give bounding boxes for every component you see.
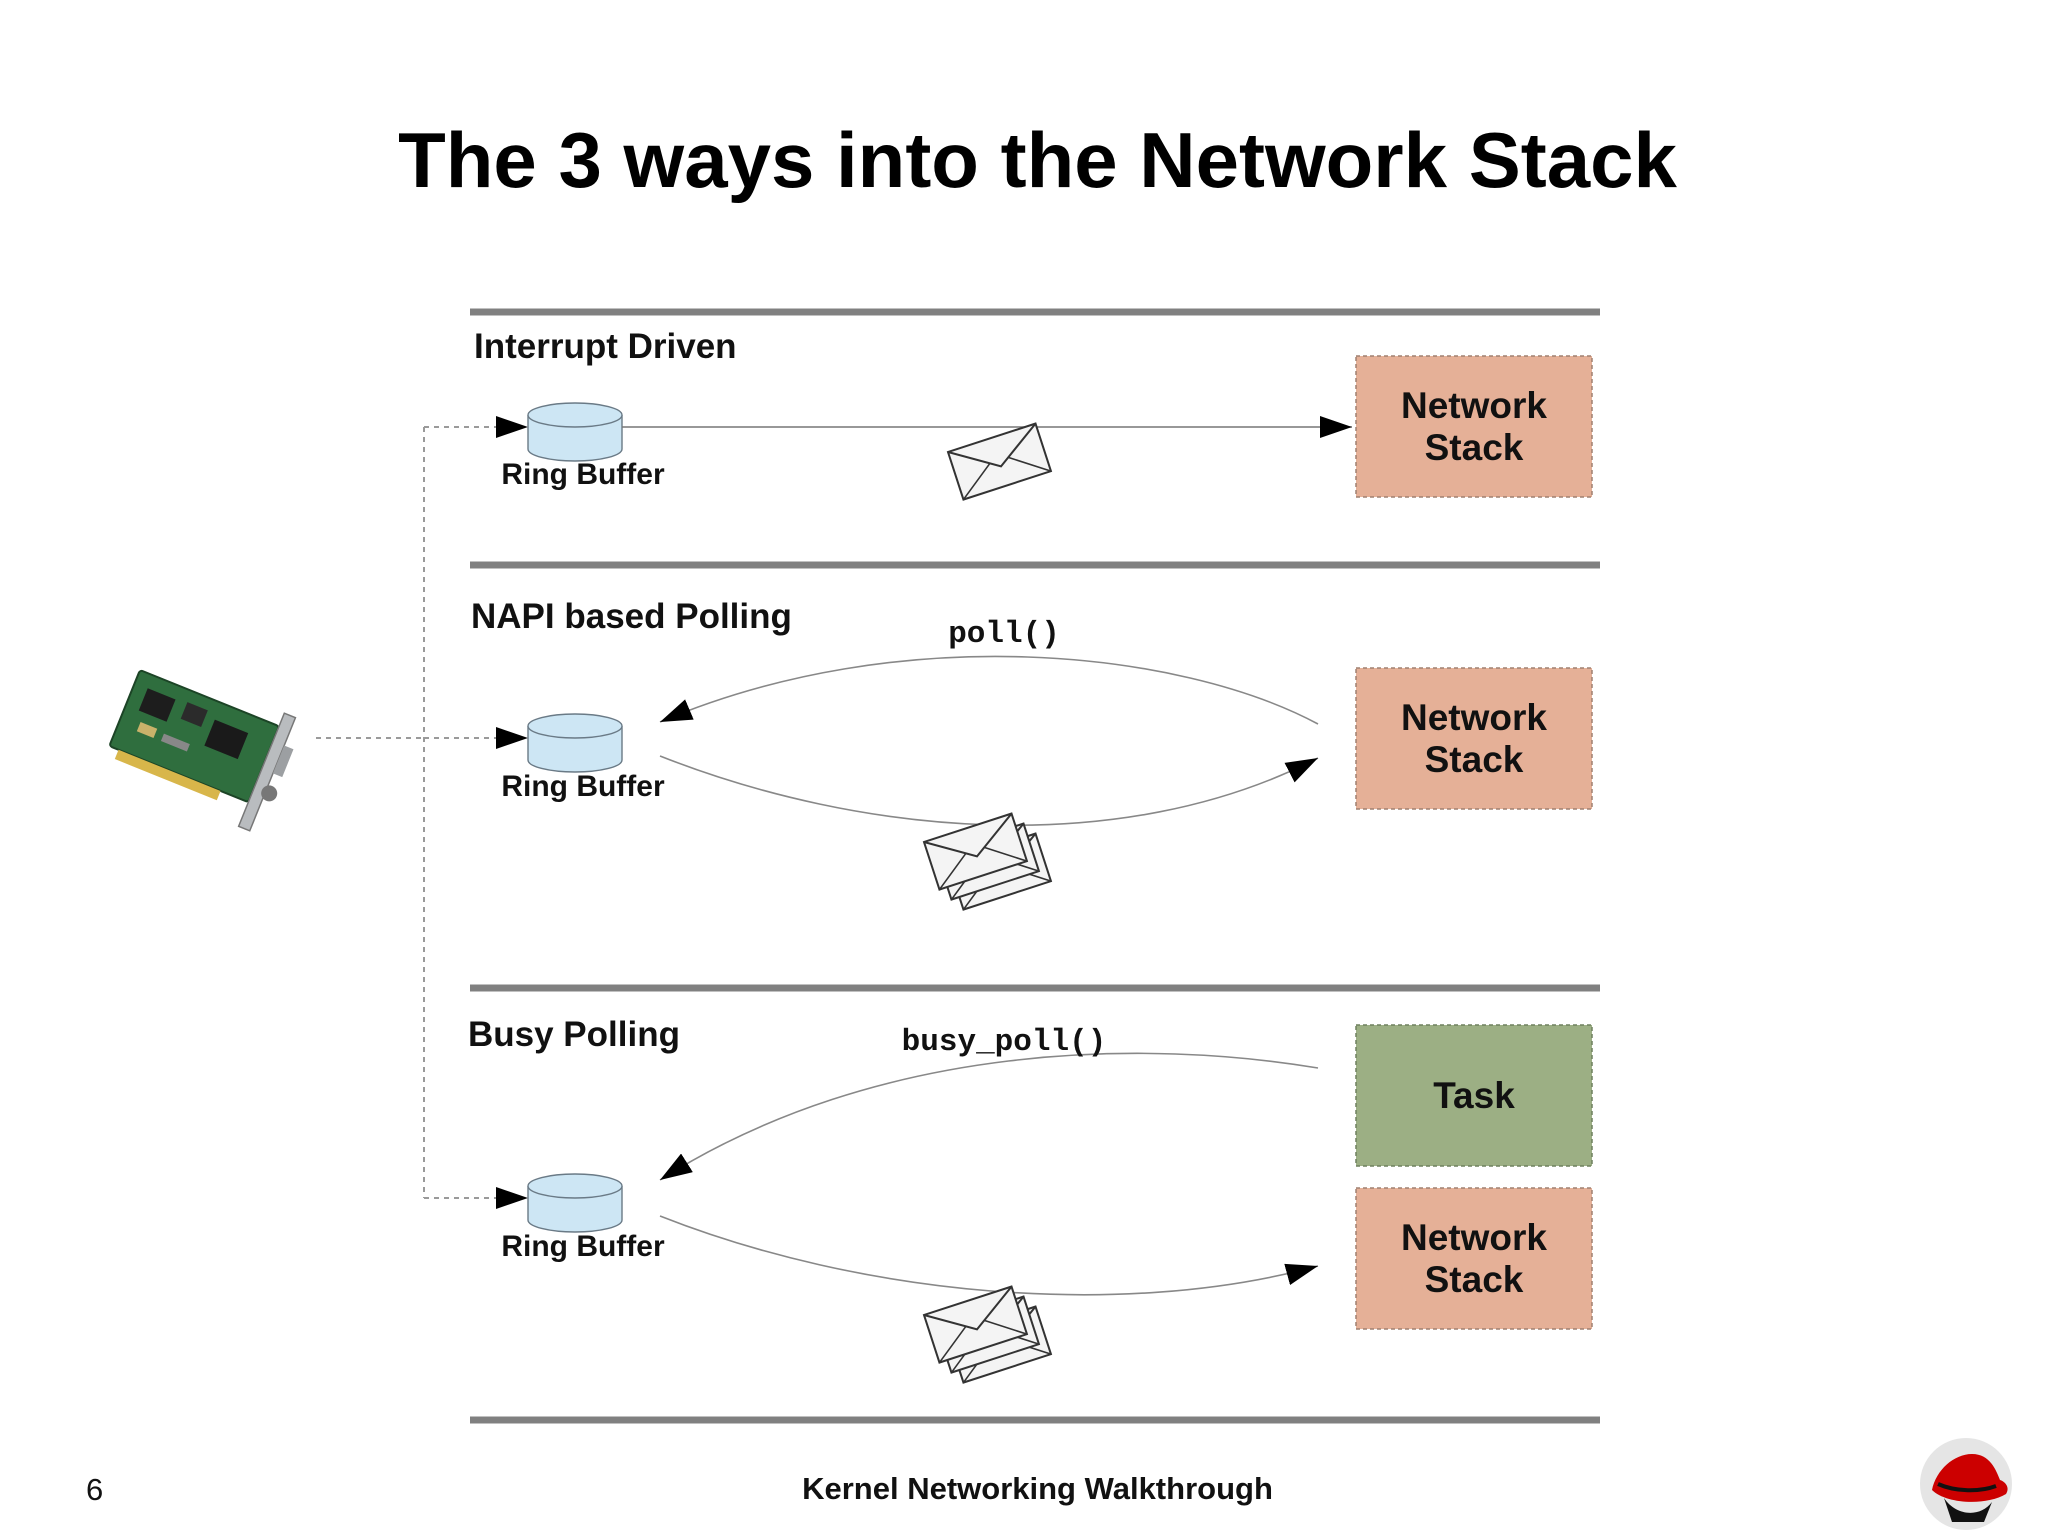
network-stack-box-busy: Network Stack	[1355, 1187, 1593, 1330]
ring-buffer-label: Ring Buffer	[501, 1230, 665, 1263]
task-box: Task	[1355, 1024, 1593, 1167]
network-stack-box-interrupt: Network Stack	[1355, 355, 1593, 498]
poll-call-label: poll()	[948, 617, 1060, 652]
busy-poll-call-label: busy_poll()	[902, 1025, 1107, 1060]
box-label-line: Network	[1401, 385, 1547, 426]
box-label-line: Network	[1401, 1217, 1547, 1258]
ring-buffer-interrupt	[527, 402, 623, 462]
ring-buffer-label: Ring Buffer	[501, 770, 665, 803]
ring-buffer-busy	[527, 1173, 623, 1233]
napi-poll-arrow	[659, 655, 1319, 725]
ring-buffer-label: Ring Buffer	[501, 458, 665, 491]
box-label-line: Stack	[1425, 1259, 1524, 1300]
envelope-stack-icon	[923, 1285, 1052, 1384]
box-label-line: Network	[1401, 697, 1547, 738]
section-title-busy: Busy Polling	[468, 1015, 680, 1054]
page-number: 6	[86, 1472, 104, 1507]
busy-return-arrow	[659, 1215, 1319, 1296]
network-card-icon	[109, 669, 297, 832]
footer-title: Kernel Networking Walkthrough	[802, 1471, 1273, 1506]
nic-connector	[316, 426, 500, 1199]
redhat-logo-icon	[1920, 1438, 2012, 1530]
slide-title: The 3 ways into the Network Stack	[398, 116, 1677, 204]
network-stack-box-napi: Network Stack	[1355, 667, 1593, 810]
box-label-line: Stack	[1425, 739, 1524, 780]
envelope-stack-icon	[923, 812, 1052, 911]
section-title-interrupt: Interrupt Driven	[474, 327, 737, 366]
ring-buffer-napi	[527, 713, 623, 773]
napi-return-arrow	[659, 755, 1319, 826]
box-label-line: Task	[1433, 1075, 1515, 1116]
box-label-line: Stack	[1425, 427, 1524, 468]
nic-arrowheads	[496, 416, 528, 1209]
envelope-icon	[947, 422, 1052, 501]
busy-poll-arrow	[659, 1052, 1319, 1181]
section-title-napi: NAPI based Polling	[471, 597, 792, 636]
